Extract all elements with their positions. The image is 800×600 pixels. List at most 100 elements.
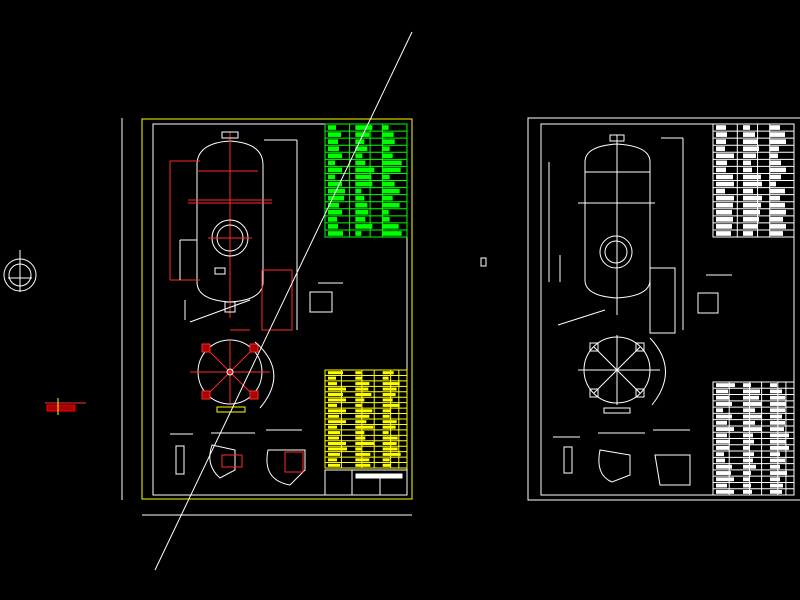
- table-cell-text: [328, 167, 342, 173]
- data-table-green[interactable]: [324, 123, 408, 238]
- table-cell-text: [382, 376, 389, 380]
- title-block: [324, 469, 408, 496]
- table-cell-text: [743, 231, 753, 236]
- table-cell-text: [770, 471, 787, 475]
- table-cell-text: [355, 167, 375, 173]
- table-cell-text: [328, 125, 336, 130]
- table-cell-text: [328, 431, 340, 435]
- table-cell-text: [382, 425, 396, 429]
- table-cell-text: [770, 383, 777, 388]
- table-cell-text: [382, 174, 390, 180]
- table-cell-text: [355, 146, 368, 152]
- table-cell-text: [716, 464, 732, 469]
- table-cell-text: [743, 445, 749, 450]
- table-cell-text: [382, 202, 400, 208]
- table-cell-text: [328, 376, 336, 380]
- construction-line[interactable]: [154, 31, 413, 571]
- table-cell-text: [328, 436, 339, 440]
- table-cell-text: [770, 402, 786, 406]
- table-cell-text: [355, 181, 373, 187]
- table-cell-text: [716, 160, 727, 166]
- table-cell-text: [743, 427, 762, 432]
- table-cell-text: [328, 153, 342, 159]
- table-cell-text: [743, 477, 750, 482]
- table-cell-text: [355, 387, 369, 391]
- table-cell-text: [355, 458, 370, 462]
- table-cell-text: [770, 464, 780, 469]
- table-cell-text: [770, 224, 786, 229]
- drawing-sheet-right[interactable]: [527, 117, 800, 501]
- table-cell-text: [328, 217, 337, 222]
- data-table-top[interactable]: [712, 123, 795, 238]
- table-cell-text: [770, 160, 781, 166]
- table-cell-text: [770, 452, 780, 457]
- table-cell-text: [743, 188, 753, 194]
- table-cell-text: [743, 153, 756, 159]
- parts-list-table-yellow[interactable]: [324, 369, 408, 469]
- table-cell-text: [355, 447, 362, 451]
- table-cell-text: [355, 202, 368, 208]
- table-cell-text: [328, 414, 339, 418]
- table-cell-text: [770, 174, 781, 180]
- table-cell-text: [355, 160, 366, 166]
- table-cell-text: [770, 125, 780, 130]
- table-cell-text: [355, 153, 363, 159]
- table-cell-text: [382, 195, 393, 201]
- table-cell-text: [382, 160, 402, 166]
- small-marker-box[interactable]: [480, 257, 487, 267]
- table-cell-text: [716, 383, 735, 388]
- table-cell-text: [743, 202, 761, 208]
- table-cell-text: [770, 445, 789, 450]
- table-cell-text: [770, 132, 785, 137]
- table-cell-text: [743, 402, 762, 406]
- table-cell-text: [743, 389, 760, 394]
- table-cell-text: [382, 403, 400, 407]
- table-cell-text: [382, 132, 394, 137]
- table-cell-text: [716, 427, 734, 432]
- table-cell-text: [382, 447, 398, 451]
- red-pipe-detail[interactable]: [45, 398, 86, 415]
- table-cell-text: [716, 402, 732, 406]
- table-cell-text: [716, 452, 724, 457]
- table-cell-text: [716, 408, 723, 413]
- vessel-elevation: [169, 131, 298, 331]
- table-cell-text: [770, 146, 779, 152]
- table-cell-text: [382, 441, 397, 446]
- table-cell-text: [770, 414, 782, 419]
- table-cell-text: [770, 209, 786, 215]
- table-cell-text: [743, 132, 755, 137]
- table-cell-text: [382, 139, 395, 144]
- table-cell-text: [743, 420, 755, 425]
- table-cell-text: [743, 209, 760, 215]
- table-cell-text: [743, 395, 759, 400]
- table-cell-text: [355, 414, 370, 418]
- vessel-plan-view: [578, 335, 666, 414]
- drawing-sheet-left[interactable]: [121, 118, 413, 516]
- table-cell-text: [355, 371, 362, 375]
- table-cell-text: [382, 414, 390, 418]
- table-cell-text: [355, 217, 366, 222]
- table-cell-text: [743, 464, 756, 469]
- table-cell-text: [743, 439, 754, 444]
- table-cell-text: [770, 217, 783, 222]
- table-cell-text: [743, 139, 758, 144]
- table-cell-text: [743, 224, 758, 229]
- vessel-elevation: [548, 134, 684, 334]
- table-cell-text: [382, 371, 394, 375]
- table-cell-text: [716, 167, 726, 173]
- table-cell-text: [716, 389, 728, 394]
- parts-list-table[interactable]: [712, 381, 795, 496]
- table-cell-text: [382, 463, 391, 467]
- table-cell-text: [716, 471, 731, 475]
- table-cell-text: [743, 414, 762, 419]
- table-cell-text: [355, 452, 371, 456]
- table-cell-text: [770, 395, 785, 400]
- table-cell-text: [355, 441, 375, 446]
- table-cell-text: [355, 188, 362, 194]
- table-cell-text: [716, 458, 725, 463]
- table-cell-text: [328, 387, 346, 391]
- nozzle-flange-symbol[interactable]: [3, 250, 37, 292]
- table-cell-text: [716, 125, 726, 130]
- table-cell-text: [770, 181, 776, 187]
